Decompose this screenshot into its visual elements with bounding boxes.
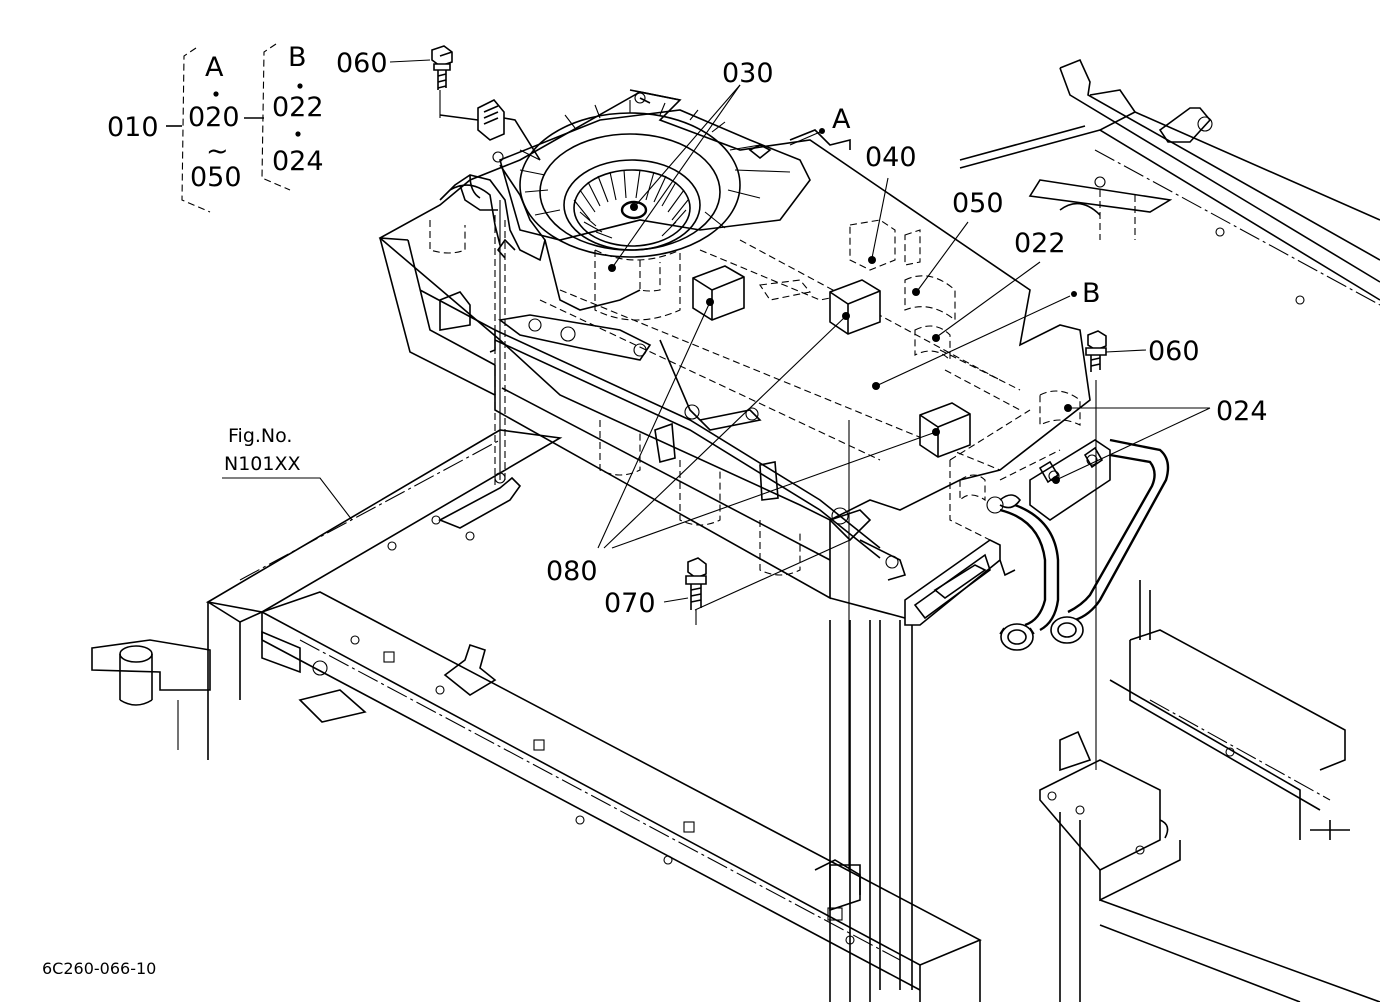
legend-range-mark: ~ xyxy=(206,136,229,167)
right-frame xyxy=(959,58,1380,1003)
callout-part-050: 050 xyxy=(952,188,1004,219)
legend-assembly-number: 010 xyxy=(107,112,159,143)
callout-sub-assembly-a: A xyxy=(832,104,851,135)
legend xyxy=(166,43,303,213)
callout-sub-assembly-b: B xyxy=(1082,278,1101,309)
figure-reference-line1: Fig.No. xyxy=(228,425,292,447)
callout-bolt-top-left: 060 xyxy=(336,48,388,79)
legend-group-a-start: 020 xyxy=(188,102,240,133)
callout-pipes: 024 xyxy=(1216,396,1268,427)
callout-part-040: 040 xyxy=(865,142,917,173)
callout-foam-blocks: 080 xyxy=(546,556,598,587)
cab-frame xyxy=(91,429,982,1002)
foam-block-2 xyxy=(829,279,881,335)
bolt-060-top xyxy=(431,45,453,118)
legend-group-b-second: 024 xyxy=(272,146,324,177)
legend-group-a-letter: A xyxy=(205,52,224,83)
legend-group-b-letter: B xyxy=(288,42,307,73)
callout-blower-fan: 030 xyxy=(722,58,774,89)
hvac-unit xyxy=(378,89,1170,870)
callout-bolt-right: 060 xyxy=(1148,336,1200,367)
figure-reference-line2: N101XX xyxy=(224,453,301,475)
callout-part-022: 022 xyxy=(1014,228,1066,259)
labels: A B 010 020 ~ 050 022 024 060 030 A 040 … xyxy=(42,42,1268,978)
harness-connector xyxy=(439,99,541,161)
callout-bolt-bottom: 070 xyxy=(604,588,656,619)
bolt-060-right xyxy=(1085,330,1107,372)
leader-lines xyxy=(222,59,1211,603)
legend-group-b-first: 022 xyxy=(272,92,324,123)
legend-group-a-end: 050 xyxy=(190,162,242,193)
bolt-070 xyxy=(685,557,707,625)
drawing-number: 6C260-066-10 xyxy=(42,959,156,978)
